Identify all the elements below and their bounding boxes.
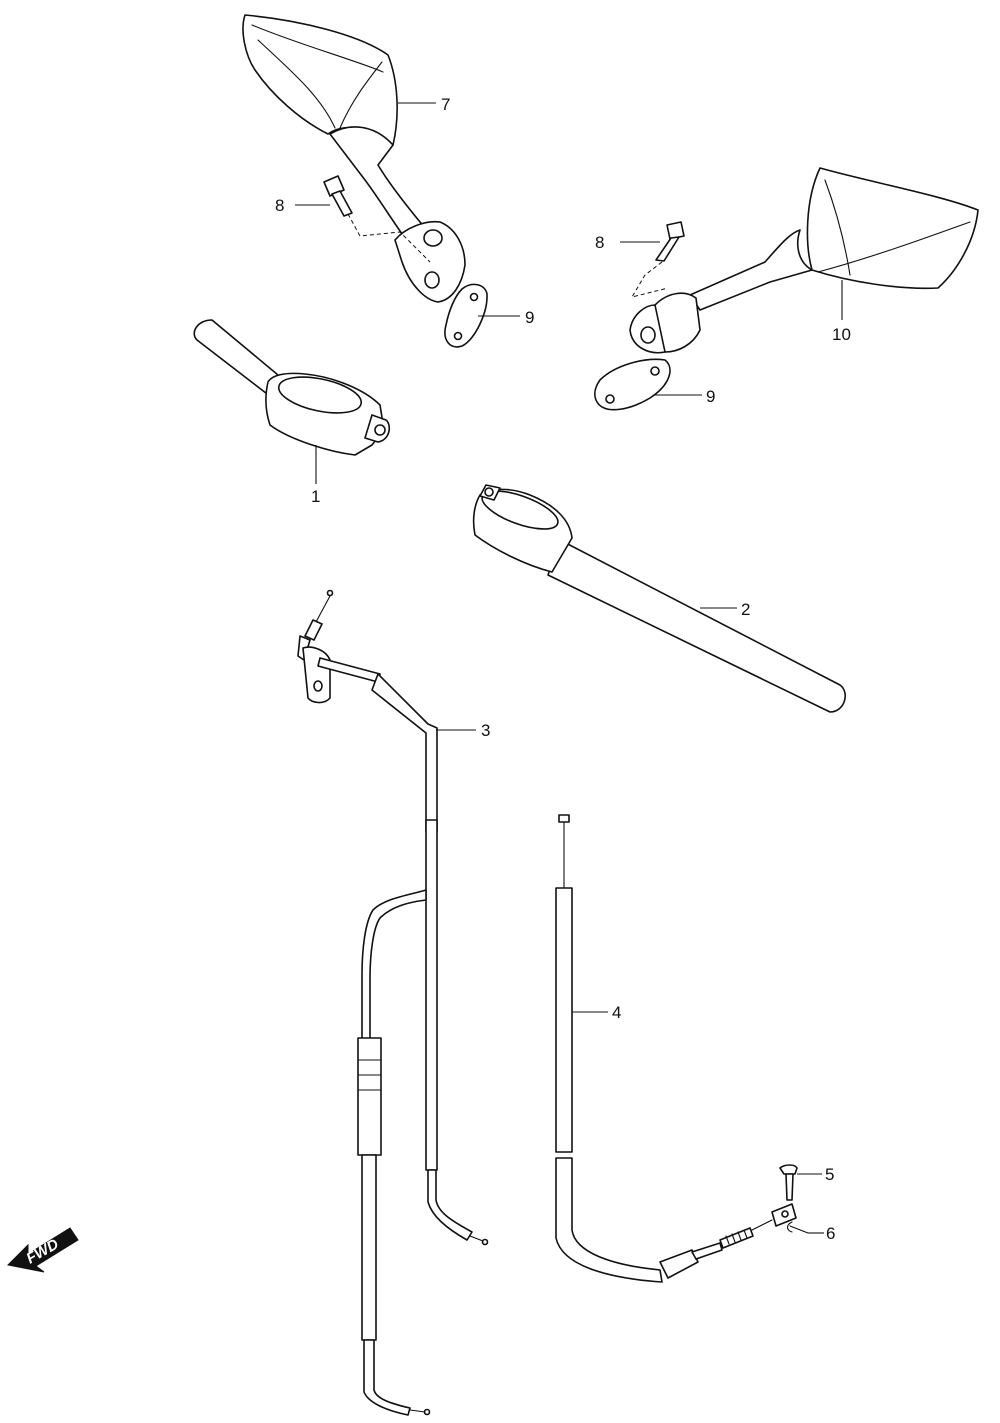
callout-6: 6 xyxy=(826,1224,835,1243)
callout-5: 5 xyxy=(825,1165,834,1184)
callout-labels: 7 8 9 8 10 9 1 2 3 4 5 6 xyxy=(275,95,851,1243)
bolt-left xyxy=(323,175,431,263)
callout-1: 1 xyxy=(311,487,320,506)
callout-3: 3 xyxy=(481,721,490,740)
bolt-right xyxy=(630,221,685,298)
callout-4: 4 xyxy=(612,1003,621,1022)
callout-8-right: 8 xyxy=(595,233,604,252)
callout-9-left: 9 xyxy=(525,308,534,327)
left-handlebar xyxy=(193,319,391,456)
callout-10: 10 xyxy=(832,325,851,344)
callout-7: 7 xyxy=(441,95,450,114)
forward-direction-badge: FWD xyxy=(6,1227,79,1273)
right-mirror xyxy=(629,167,979,354)
callout-8-left: 8 xyxy=(275,196,284,215)
leader-lines xyxy=(295,102,843,1234)
gasket-right xyxy=(594,358,671,411)
pin xyxy=(779,1164,798,1201)
callout-2: 2 xyxy=(741,600,750,619)
throttle-cable-lower xyxy=(357,819,489,1416)
forward-arrow-icon xyxy=(6,1227,79,1273)
brake-cable xyxy=(555,814,797,1283)
gasket-left xyxy=(444,283,488,348)
right-handlebar xyxy=(472,484,846,713)
callout-9-right: 9 xyxy=(706,387,715,406)
throttle-cable xyxy=(297,589,438,833)
left-mirror xyxy=(242,14,466,303)
clip xyxy=(786,1221,809,1234)
